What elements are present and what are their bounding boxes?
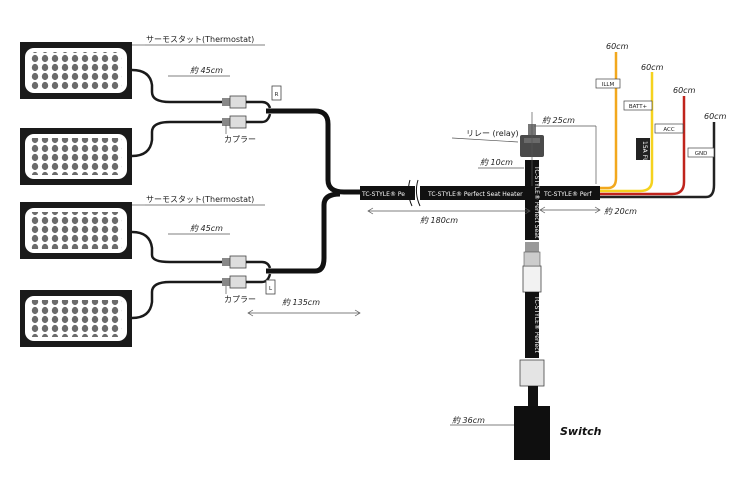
switch <box>514 406 550 460</box>
coupler-wires <box>246 100 272 284</box>
lead-tag-gnd-text: GND <box>695 151 708 157</box>
lead-length-acc: 60cm <box>673 86 696 95</box>
main-wire-label-center: TC-STYLE® Perfect Seat Heater <box>427 191 523 198</box>
lead-tag-gnd: GND <box>687 147 715 158</box>
lead-tag-acc: ACC <box>654 123 684 134</box>
dimension-lines <box>247 112 601 317</box>
coupler-bottom <box>222 255 247 289</box>
length-20: 約 20cm <box>604 207 637 216</box>
switch-label: Switch <box>560 425 602 438</box>
pad-wires <box>131 68 222 320</box>
length-45-bottom: 約 45cm <box>190 224 223 233</box>
l-tag: L <box>265 279 276 295</box>
lead-length-gnd: 60cm <box>704 112 727 121</box>
l-mark: L <box>269 286 273 292</box>
length-45-top: 約 45cm <box>190 66 223 75</box>
fuse: 15A FUSE <box>636 138 650 170</box>
thermostat-label-bottom: サーモスタット(Thermostat) <box>146 195 254 204</box>
vertical-wire-label-bottom: TC-STYLE® Perfect <box>533 295 540 354</box>
r-tag: R <box>271 85 282 101</box>
lead-tag-illm-text: ILLM <box>602 82 615 88</box>
lead-tag-acc-text: ACC <box>663 127 675 133</box>
lead-length-illm: 60cm <box>606 42 629 51</box>
heater-pad-3 <box>20 202 132 259</box>
heater-pad-2 <box>20 128 132 185</box>
lead-tag-illm: ILLM <box>595 78 621 89</box>
lead-tag-batt-text: BATT+ <box>629 104 648 110</box>
coupler-label-bottom: カプラー <box>224 295 256 304</box>
coupler-top <box>222 95 247 129</box>
vertical-harness: TC-STYLE® Perfect Seat Heater TC-STYLE® … <box>519 160 545 406</box>
coupler-label-top: カプラー <box>224 135 256 144</box>
thermostat-label-top: サーモスタット(Thermostat) <box>146 35 254 44</box>
fuse-label: 15A FUSE <box>641 141 648 170</box>
length-135: 約 135cm <box>282 298 320 307</box>
heater-pad-4 <box>20 290 132 347</box>
lead-length-batt: 60cm <box>641 63 664 72</box>
length-180: 約 180cm <box>420 216 458 225</box>
lead-wires <box>600 52 716 199</box>
main-wire-label-right: TC-STYLE® Perf <box>543 191 592 198</box>
length-10: 約 10cm <box>480 158 513 167</box>
length-25: 約 25cm <box>542 116 575 125</box>
heater-pad-1 <box>20 42 132 99</box>
r-mark: R <box>275 92 279 98</box>
length-36: 約 36cm <box>452 416 485 425</box>
relay-label: リレー (relay) <box>466 129 519 138</box>
cable-break-mark <box>407 179 421 207</box>
vertical-wire-label-top: TC-STYLE® Perfect Seat Heater <box>533 165 540 261</box>
main-wire-label-left: TC-STYLE® Pe <box>361 191 405 198</box>
leader-lines <box>132 44 524 426</box>
main-harness: TC-STYLE® Pe TC-STYLE® Perfect Seat Heat… <box>360 186 600 200</box>
harness-branches <box>266 108 362 274</box>
lead-tag-batt: BATT+ <box>623 100 653 111</box>
